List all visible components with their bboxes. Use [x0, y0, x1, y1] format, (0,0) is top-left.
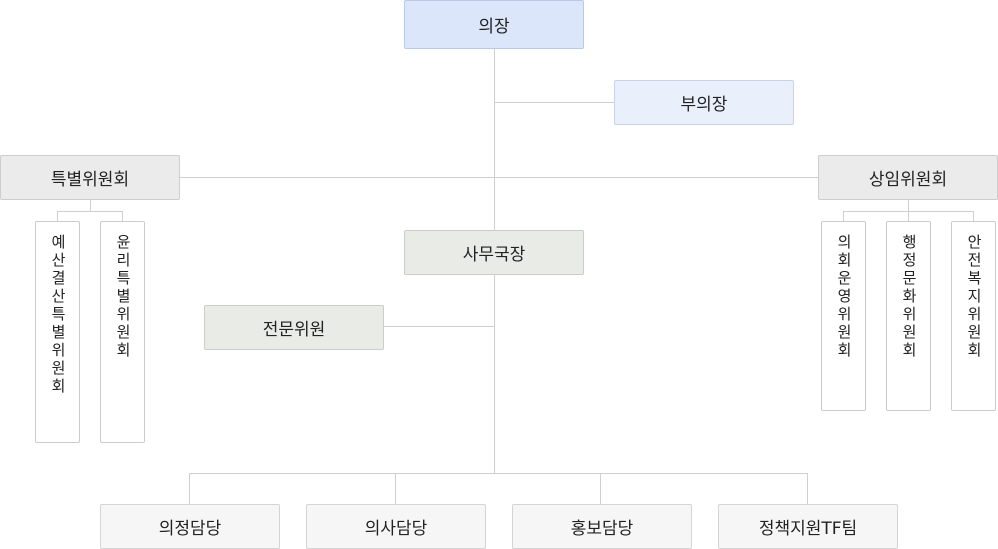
standing-committee-member: 행정문화위원회 — [886, 221, 931, 411]
connector-teams-horizontal — [189, 473, 808, 474]
expert-member-box: 전문위원 — [204, 305, 384, 350]
special-committee-box: 특별위원회 — [0, 155, 180, 200]
standing-committee-box: 상임위원회 — [818, 155, 998, 200]
connector-vice-chair — [494, 102, 614, 103]
chair-box: 의장 — [404, 0, 584, 49]
team-box: 정책지원TF팀 — [718, 504, 898, 549]
connector-special-stem — [90, 199, 91, 211]
committee-name: 행정문화위원회 — [900, 234, 918, 360]
special-committee-member: 윤리특별위원회 — [100, 221, 145, 443]
connector-team-2 — [395, 473, 396, 504]
vice-chair-box: 부의장 — [614, 80, 794, 125]
special-committee-member: 예산결산특별위원회 — [35, 221, 80, 443]
connector-standing-3 — [973, 211, 974, 221]
connector-special-1 — [57, 211, 58, 221]
connector-team-4 — [807, 473, 808, 504]
committee-name: 윤리특별위원회 — [114, 234, 132, 360]
committee-name: 예산결산특별위원회 — [49, 234, 67, 396]
team-box: 의정담당 — [100, 504, 280, 549]
connector-expert-member — [383, 326, 494, 327]
team-box: 홍보담당 — [512, 504, 692, 549]
connector-team-1 — [189, 473, 190, 504]
connector-standing-1 — [843, 211, 844, 221]
connector-team-3 — [600, 473, 601, 504]
standing-committee-member: 의회운영위원회 — [821, 221, 866, 411]
connector-special-2 — [122, 211, 123, 221]
standing-committee-member: 안전복지위원회 — [951, 221, 996, 411]
committee-name: 의회운영위원회 — [835, 234, 853, 360]
team-box: 의사담당 — [306, 504, 486, 549]
connector-standing-stem — [908, 199, 909, 211]
connector-standing-2 — [908, 211, 909, 221]
connector-special-bar — [57, 211, 123, 212]
committee-name: 안전복지위원회 — [965, 234, 983, 360]
secretary-general-box: 사무국장 — [404, 230, 584, 275]
connector-committees-horizontal — [180, 177, 818, 178]
